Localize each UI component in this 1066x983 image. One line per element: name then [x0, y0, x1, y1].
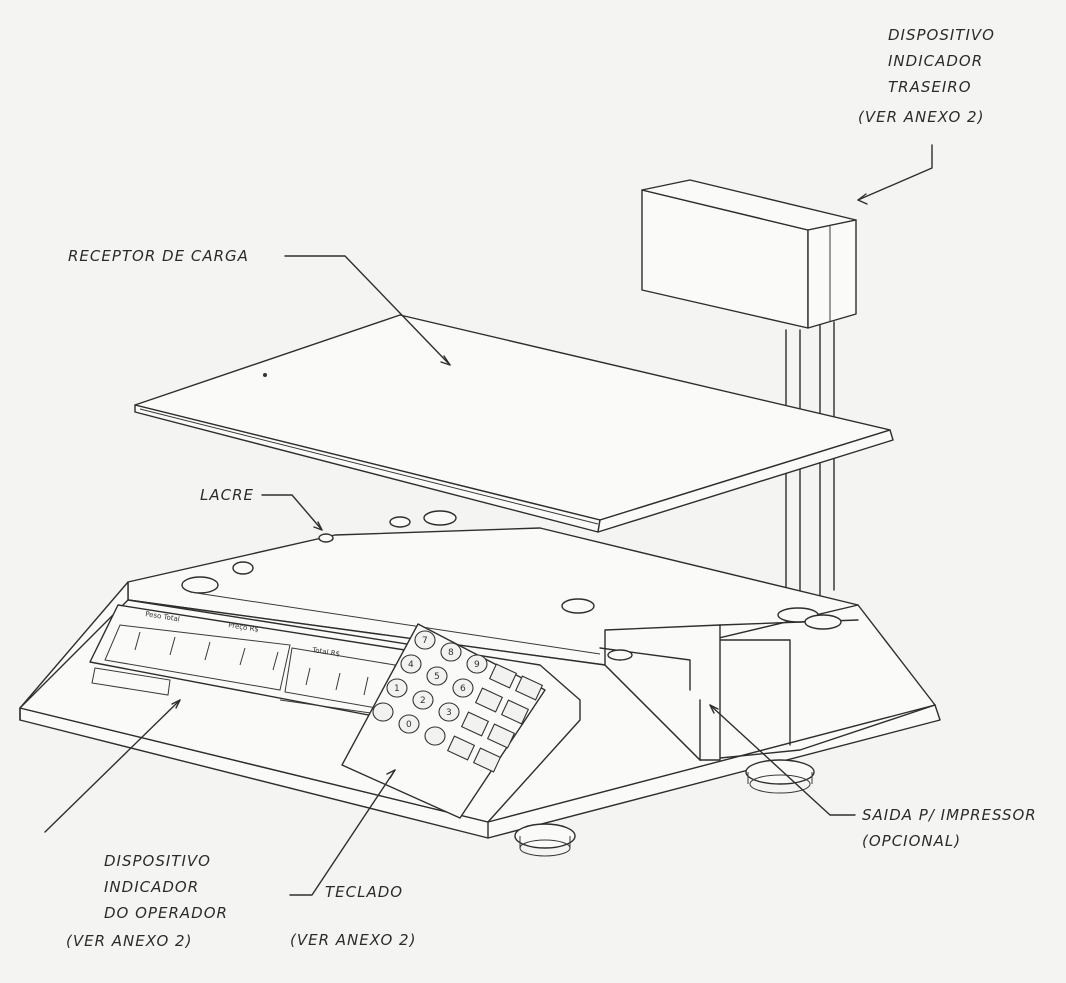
keypad-key [446, 735, 476, 761]
keypad-key [486, 723, 516, 749]
keypad-key [424, 726, 446, 746]
keypad-key-label: 1 [394, 684, 400, 694]
keypad-key-label: 7 [422, 636, 428, 646]
svg-text:(VER ANEXO 2): (VER ANEXO 2) [66, 932, 192, 950]
svg-text:SAIDA P/ IMPRESSOR: SAIDA P/ IMPRESSOR [862, 806, 1037, 824]
keypad-key [400, 654, 422, 674]
keypad-key [398, 714, 420, 734]
keypad-key [466, 654, 488, 674]
svg-text:TECLADO: TECLADO [325, 883, 403, 901]
label-seal: LACRE [200, 486, 254, 504]
label-rear-display: DISPOSITIVO INDICADOR TRASEIRO (VER ANEX… [858, 26, 995, 126]
keypad-key-label: 8 [448, 648, 454, 658]
rear-display-unit [641, 179, 857, 601]
keypad-key-label: 0 [406, 720, 412, 730]
keypad-key [414, 630, 436, 650]
keypad-key [452, 678, 474, 698]
label-load-receptor: RECEPTOR DE CARGA [68, 247, 249, 265]
leader-lines [44, 144, 933, 896]
svg-text:DO OPERADOR: DO OPERADOR [104, 904, 228, 922]
keypad-key [460, 711, 490, 737]
label-operator-display: DISPOSITIVO INDICADOR DO OPERADOR (VER A… [66, 852, 228, 950]
keypad-key [386, 678, 408, 698]
keypad-key [438, 702, 460, 722]
keypad-key [514, 675, 544, 701]
keypad-key-label: 4 [408, 660, 414, 670]
keypad-key-label: 6 [460, 684, 466, 694]
keypad-key [472, 747, 502, 773]
keypad-key [412, 690, 434, 710]
keypad-key-label: 2 [420, 696, 426, 706]
svg-text:INDICADOR: INDICADOR [104, 878, 199, 896]
keypad-key [474, 687, 504, 713]
keypad-key-label: 9 [474, 660, 480, 670]
keypad-key [488, 663, 518, 689]
label-keyboard: TECLADO (VER ANEXO 2) [290, 883, 416, 949]
svg-text:DISPOSITIVO: DISPOSITIVO [888, 26, 995, 44]
keypad-key [500, 699, 530, 725]
keypad: 7 8 9 4 5 6 1 2 3 0 [341, 623, 546, 819]
keypad-key [426, 666, 448, 686]
keypad-key-label: 5 [434, 672, 440, 682]
svg-text:(VER ANEXO 2): (VER ANEXO 2) [290, 931, 416, 949]
svg-text:(VER ANEXO 2): (VER ANEXO 2) [858, 108, 984, 126]
keypad-key-label: 3 [446, 708, 452, 718]
svg-text:TRASEIRO: TRASEIRO [888, 78, 972, 96]
label-printer-output: SAIDA P/ IMPRESSOR (OPCIONAL) [862, 806, 1037, 850]
keypad-key [372, 702, 394, 722]
keypad-key [440, 642, 462, 662]
svg-text:DISPOSITIVO: DISPOSITIVO [104, 852, 211, 870]
svg-text:INDICADOR: INDICADOR [888, 52, 983, 70]
load-receptor-plate [134, 314, 894, 533]
operator-display: Peso Total Preço R$ Total R$ [89, 604, 406, 721]
svg-text:(OPCIONAL): (OPCIONAL) [862, 832, 961, 850]
